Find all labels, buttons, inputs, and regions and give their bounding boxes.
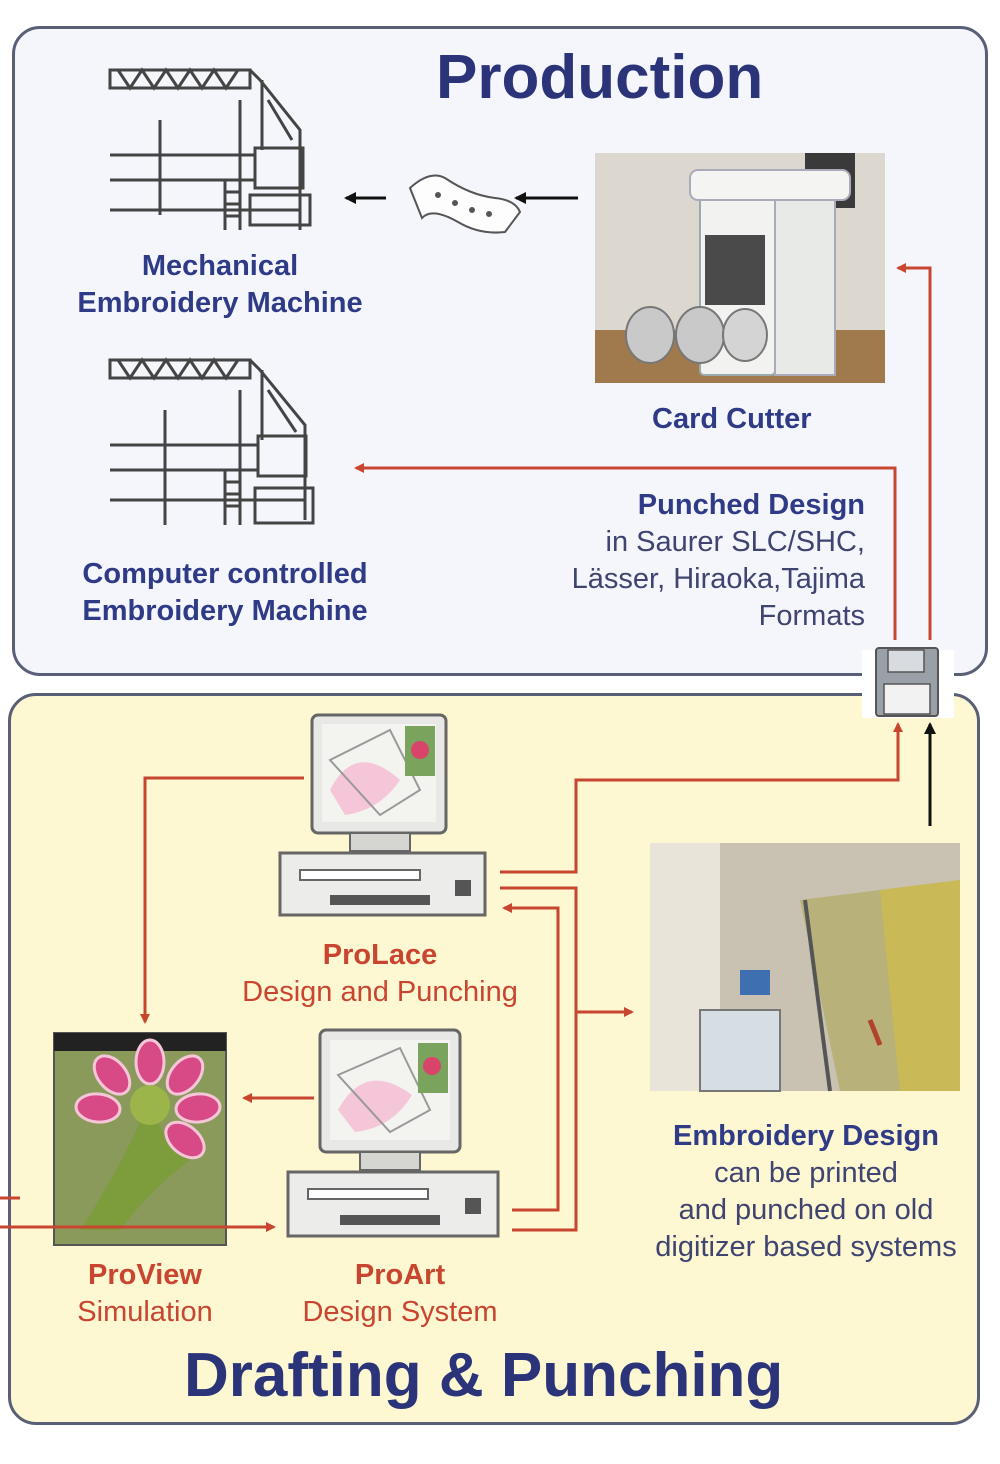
proview-label: ProView Simulation [77,1259,213,1328]
arrow-prolace-to-proview [140,776,304,1024]
prolace-computer [278,713,487,917]
card-cutter-label: Card Cutter [652,403,812,435]
card-cutter-photo [595,153,885,383]
embroidery-design-label: Embroidery Design can be printed and pun… [655,1120,957,1263]
computer-machine-label: Computer controlled Embroidery Machine [82,558,368,627]
production-title: Production [436,43,764,112]
computer-machine-drawing [108,357,315,525]
punched-card-icon [408,174,522,234]
drafting-title: Drafting & Punching [184,1341,784,1410]
punched-design-label: Punched Design in Saurer SLC/SHC, Lässer… [571,489,865,632]
arrow-prolace-to-printout [500,886,578,1232]
floppy-disk-icon [862,647,954,718]
mechanical-machine-label: Mechanical Embroidery Machine [77,250,363,319]
mechanical-machine-drawing [108,67,312,230]
proart-label: ProArt Design System [302,1259,498,1328]
proart-computer [286,1028,500,1238]
arrow-proart-to-prolace [502,903,560,1212]
embroidery-design-photo [650,843,960,1092]
prolace-label: ProLace Design and Punching [242,939,518,1008]
arrow-disk-to-computer-machine [354,463,897,640]
arrow-prolace-to-disk [500,722,903,874]
arrow-disk-to-cutter [896,263,932,640]
proview-screen [53,1032,227,1246]
